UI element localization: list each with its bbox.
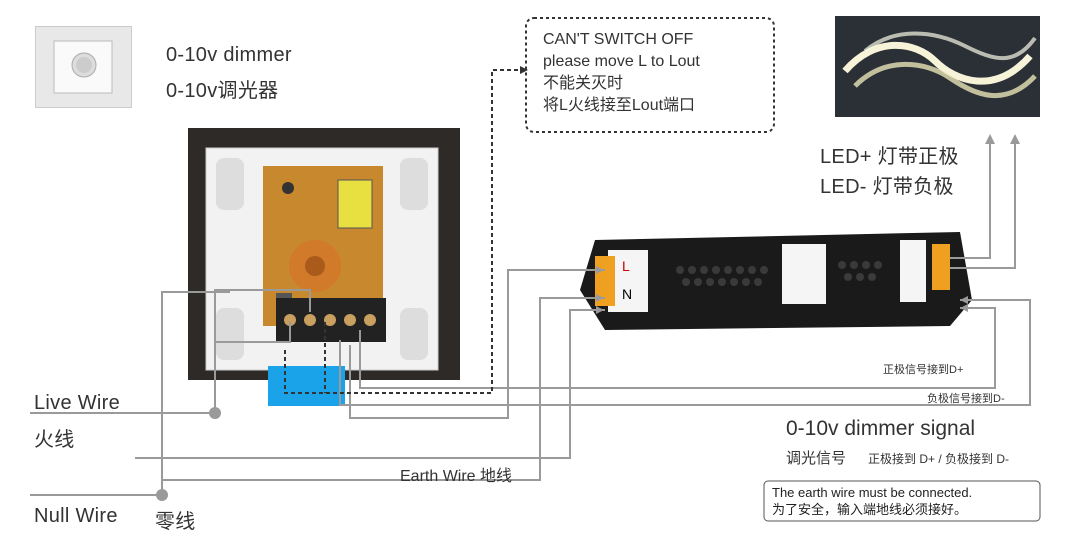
dimmer-title-en: 0-10v dimmer [166, 44, 292, 66]
dimmer-pcb-illustration [205, 147, 439, 371]
signal-sub-detail: 正极接到 D+ / 负极接到 D- [868, 452, 1010, 466]
live-wire-label-cn: 火线 [34, 429, 75, 451]
switch-note-box [525, 17, 775, 133]
driver-output-label-plate [900, 240, 926, 302]
switch-note-line4: 将L火线接至Lout端口 [543, 97, 696, 114]
signal-sub-cn: 调光信号 [786, 450, 847, 467]
led-strip-illustration [842, 31, 1037, 99]
driver-spec-label [782, 244, 826, 304]
dimmer-output-block [268, 366, 345, 406]
switch-note-line1: CAN'T SWITCH OFF [543, 31, 694, 48]
null-wire-label-cn: 零线 [155, 511, 196, 533]
led-plus-label: LED+ 灯带正极 [820, 146, 959, 168]
switch-note-line2: please move L to Lout [543, 53, 700, 70]
dashed-lout-path [284, 69, 527, 394]
signal-dplus-label: 正极信号接到D+ [883, 364, 964, 376]
earth-note-box [763, 480, 1041, 522]
switch-note-text: CAN'T SWITCH OFF please move L to Lout 不… [543, 29, 700, 117]
led-driver [580, 232, 972, 330]
dashed-arrow [520, 66, 528, 74]
earth-note-line1: The earth wire must be connected. [772, 485, 973, 500]
dimmer-knob-photo [35, 26, 132, 108]
earth-note-text: The earth wire must be connected. 为了安全，输… [772, 484, 972, 518]
dimmer-knob-illustration [53, 40, 113, 94]
switch-note-line3: 不能关灭时 [543, 75, 624, 92]
wire-arrows [596, 134, 1020, 314]
signal-dminus-label: 负极信号接到D- [927, 393, 1005, 405]
led-minus-label: LED- 灯带负极 [820, 176, 954, 198]
earth-wire-label: Earth Wire 地线 [400, 468, 513, 485]
null-wire-label-en: Null Wire [34, 505, 118, 527]
wire-junctions [156, 407, 221, 501]
dimmer-title-cn: 0-10v调光器 [166, 80, 279, 102]
signal-title: 0-10v dimmer signal [786, 417, 976, 440]
driver-output-terminal [932, 244, 950, 290]
live-wire-label-en: Live Wire [34, 392, 121, 414]
driver-terminal-L: L [622, 258, 630, 274]
earth-note-line2: 为了安全，输入端地线必须接好。 [772, 502, 968, 517]
led-strip-photo [835, 16, 1040, 117]
driver-terminal-N: N [622, 286, 633, 302]
